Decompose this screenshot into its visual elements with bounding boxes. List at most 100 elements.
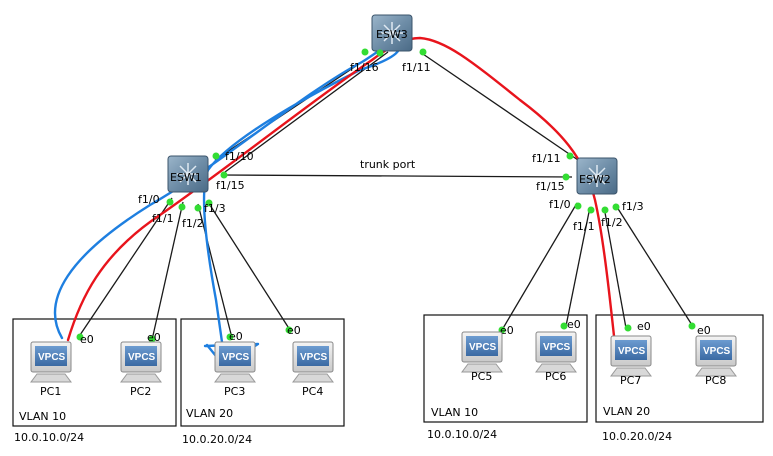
port-label-pc3-e0: e0 (229, 330, 243, 343)
links (77, 49, 693, 341)
vpcs-screen-icon (615, 340, 647, 360)
port-label-esw1-f12: f1/2 (182, 217, 204, 230)
link-esw3-esw2 (419, 51, 579, 161)
port-label-pc1-e0: e0 (80, 333, 94, 346)
link-esw1-pc4 (207, 201, 291, 331)
port-label-esw2-f115: f1/15 (536, 180, 565, 193)
pc6[interactable]: VPCS PC6 (535, 331, 577, 383)
vpcs-badge: VPCS (38, 352, 66, 363)
vlan-box-4 (595, 314, 764, 423)
subnet-label-3: 10.0.10.0/24 (427, 428, 497, 441)
port-label-esw1-f10: f1/0 (138, 193, 160, 206)
port-dot (76, 333, 84, 341)
pc-name-label: PC8 (705, 374, 726, 387)
port-dot (166, 198, 174, 206)
vpcs-badge: VPCS (543, 342, 571, 353)
port-label-esw2-f12: f1/2 (601, 216, 623, 229)
pc-name-label: PC2 (130, 385, 151, 398)
port-dot (178, 203, 186, 211)
pc2[interactable]: VPCS PC2 (120, 341, 162, 398)
pc5[interactable]: VPCS PC5 (461, 331, 503, 383)
subnet-label-1: 10.0.10.0/24 (14, 431, 84, 444)
port-label-esw2-f11: f1/1 (573, 220, 595, 233)
subnet-label-4: 10.0.20.0/24 (602, 430, 672, 443)
port-dot (205, 199, 213, 207)
pc1[interactable]: VPCS PC1 (30, 341, 72, 398)
port-label-pc4-e0: e0 (287, 324, 301, 337)
switch-esw3-label: ESW3 (376, 28, 408, 41)
vlan-label-4: VLAN 20 (603, 405, 650, 418)
port-label-pc5-e0: e0 (500, 324, 514, 337)
trunk-port-label: trunk port (360, 158, 416, 171)
vlan-box-1 (12, 318, 177, 427)
vpcs-badge: VPCS (703, 346, 731, 357)
link-esw3-esw1-b (224, 51, 389, 173)
port-label-esw1-f115: f1/15 (216, 179, 245, 192)
port-dot (285, 326, 293, 334)
port-label-esw3-f116: f1/16 (350, 61, 379, 74)
switch-esw1-label: ESW1 (170, 171, 202, 184)
port-dot (419, 48, 427, 56)
vpcs-screen-icon (125, 346, 157, 366)
link-esw1-pc3 (197, 203, 233, 339)
port-dots (76, 48, 696, 343)
port-dot (688, 322, 696, 330)
vpcs-badge: VPCS (300, 352, 328, 363)
vpcs-badge: VPCS (469, 342, 497, 353)
vlan-label-3: VLAN 10 (431, 406, 478, 419)
port-dot (601, 206, 609, 214)
link-esw2-pc5 (501, 202, 578, 331)
port-dot (148, 335, 156, 343)
vlan-box-3 (423, 314, 588, 423)
vpcs-screen-icon (35, 346, 67, 366)
port-label-esw3-f111: f1/11 (402, 61, 431, 74)
link-trunk (221, 174, 573, 178)
port-label-pc7-e0: e0 (637, 320, 651, 333)
pc7[interactable]: VPCS PC7 (610, 335, 652, 387)
port-dot (574, 202, 582, 210)
switch-esw2-label: ESW2 (579, 173, 611, 186)
port-dot (566, 152, 574, 160)
vpcs-screen-icon (297, 346, 329, 366)
pc-name-label: PC7 (620, 374, 641, 387)
link-esw2-pc6 (565, 206, 591, 327)
port-label-esw2-f13: f1/3 (622, 200, 644, 213)
port-label-esw1-f110: f1/10 (225, 150, 254, 163)
link-esw1-pc2 (151, 201, 184, 341)
vlan-box-2 (180, 318, 345, 427)
port-dot (376, 49, 384, 57)
port-dot (624, 324, 632, 332)
vpcs-badge: VPCS (128, 352, 156, 363)
vpcs-badge: VPCS (222, 352, 250, 363)
pc-name-label: PC1 (40, 385, 61, 398)
link-esw2-pc8 (614, 203, 693, 326)
pc4[interactable]: VPCS PC4 (292, 341, 334, 398)
port-label-esw1-f13: f1/3 (204, 202, 226, 215)
vpcs-screen-icon (700, 340, 732, 360)
port-label-pc2-e0: e0 (147, 331, 161, 344)
vpcs-badge: VPCS (618, 346, 646, 357)
vpcs-screen-icon (219, 346, 251, 366)
port-label-esw2-f111: f1/11 (532, 152, 561, 165)
pc-name-label: PC5 (471, 370, 492, 383)
pc8[interactable]: VPCS PC8 (695, 335, 737, 387)
port-dot (220, 171, 228, 179)
switch-esw2[interactable]: ESW2 (576, 157, 618, 195)
port-label-pc8-e0: e0 (697, 324, 711, 337)
subnet-label-2: 10.0.20.0/24 (182, 433, 252, 446)
port-label-esw1-f11: f1/1 (152, 212, 174, 225)
port-dot (361, 48, 369, 56)
link-esw1-pc1 (77, 197, 173, 339)
link-esw2-pc7 (603, 206, 627, 329)
port-dot (562, 173, 570, 181)
pc3[interactable]: VPCS PC3 (214, 341, 256, 398)
port-dot (194, 204, 202, 212)
port-label-pc6-e0: e0 (567, 318, 581, 331)
vlan-label-2: VLAN 20 (186, 407, 233, 420)
port-dot (226, 333, 234, 341)
switch-esw1[interactable]: ESW1 (167, 155, 209, 193)
pc-name-label: PC6 (545, 370, 566, 383)
switch-esw3[interactable]: ESW3 (371, 14, 413, 52)
